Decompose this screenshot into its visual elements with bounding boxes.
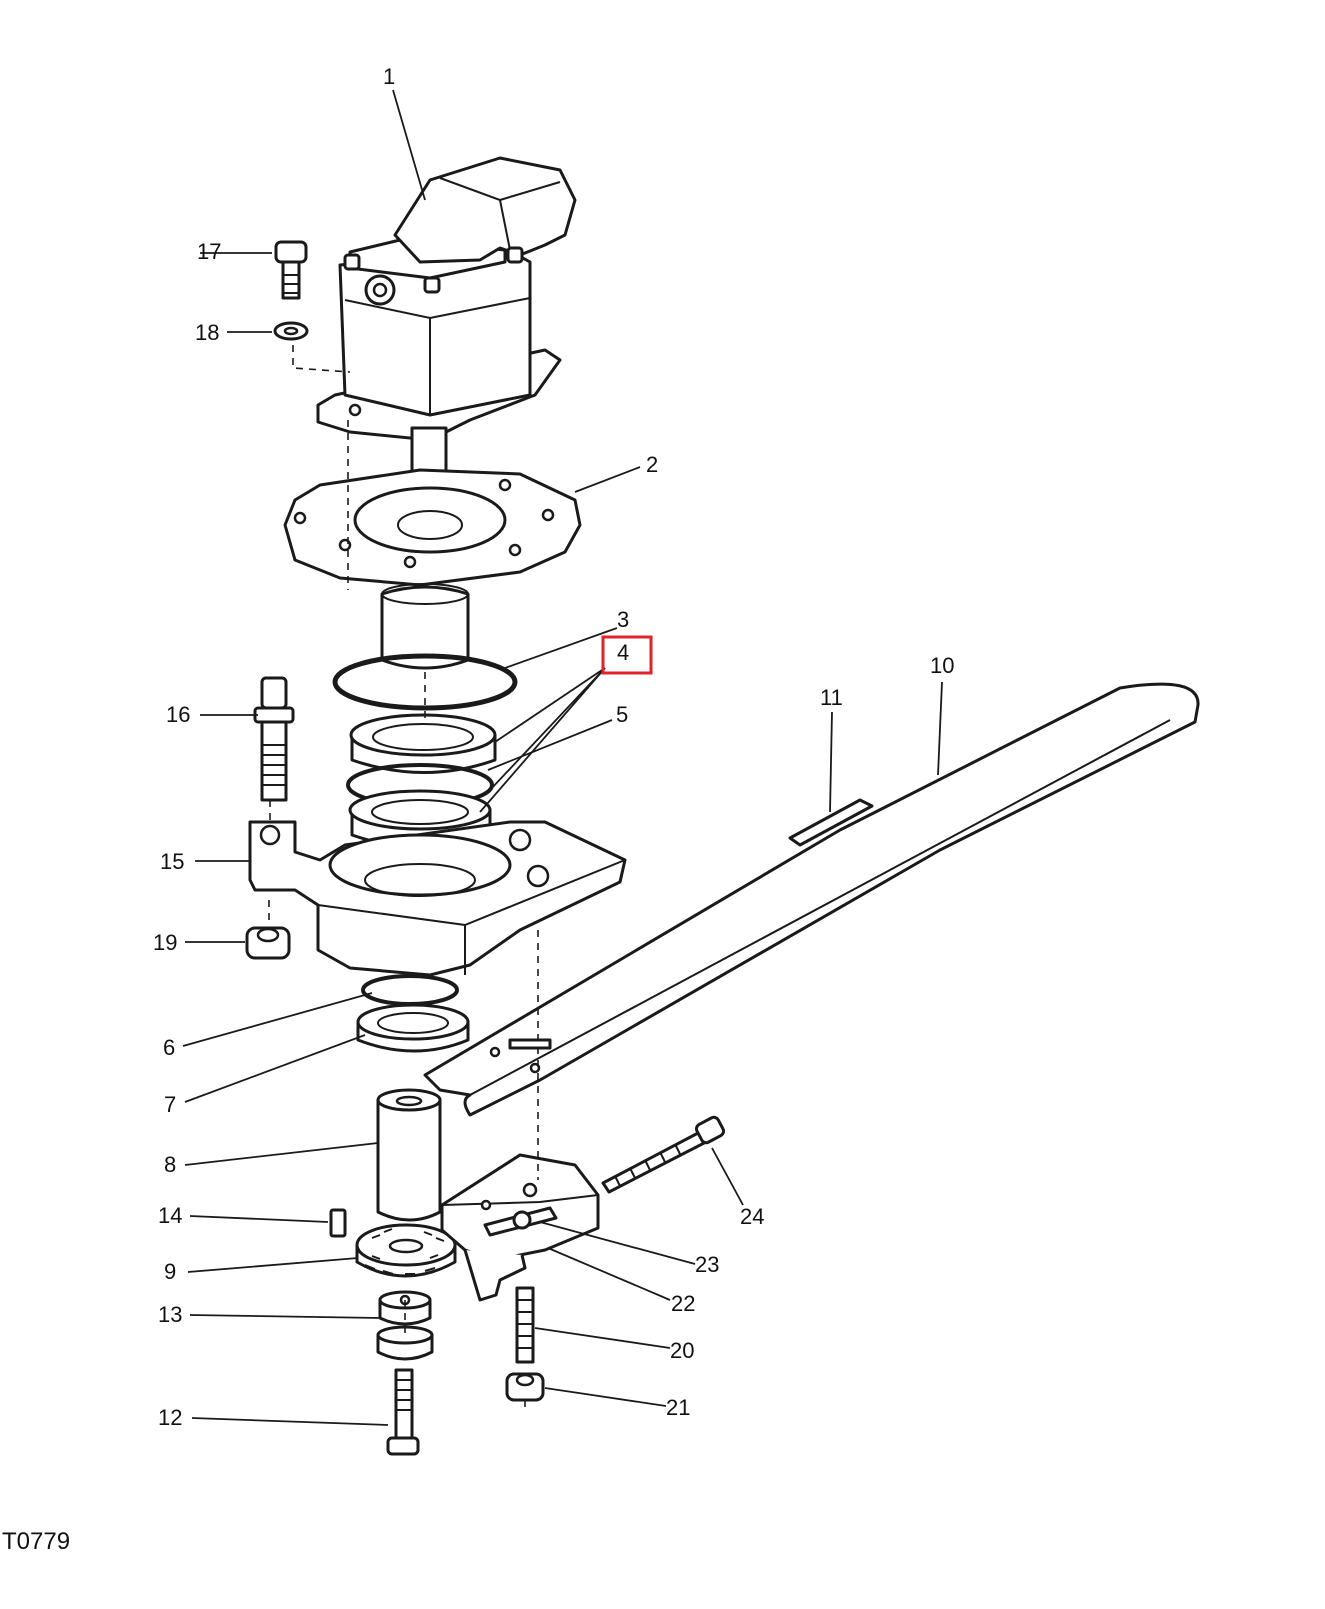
callout-4: 4	[617, 640, 629, 665]
callout-10: 10	[930, 653, 954, 678]
part-22-23-tensioner-plate	[440, 1153, 600, 1302]
callout-2: 2	[646, 452, 658, 477]
part-8-sleeve	[376, 1088, 442, 1222]
callout-1: 1	[383, 64, 395, 89]
part-1-hydraulic-motor	[316, 156, 577, 476]
callout-15: 15	[160, 849, 184, 874]
part-14-key	[329, 1208, 347, 1238]
callout-11: 11	[820, 685, 843, 710]
callout-5: 5	[616, 702, 628, 727]
callout-22: 22	[671, 1291, 695, 1316]
highlight-box-callout-4	[601, 635, 653, 675]
part-16-stud	[253, 676, 295, 802]
callout-3: 3	[617, 607, 629, 632]
callout-13: 13	[158, 1302, 182, 1327]
callout-9: 9	[164, 1259, 176, 1284]
part-12-bolt	[386, 1368, 420, 1456]
callout-18: 18	[195, 320, 219, 345]
part-19-nut	[245, 926, 291, 960]
part-15-housing	[248, 820, 627, 977]
drawing-reference: T0779	[2, 1528, 70, 1555]
callout-6: 6	[163, 1035, 175, 1060]
callout-23: 23	[695, 1252, 719, 1277]
part-3-hub-and-o-ring	[332, 583, 518, 711]
callout-8: 8	[164, 1152, 176, 1177]
callout-16: 16	[166, 702, 190, 727]
callout-19: 19	[153, 930, 177, 955]
part-17-18-screw-and-washer	[273, 240, 309, 341]
callout-20: 20	[670, 1338, 694, 1363]
callout-12: 12	[158, 1405, 182, 1430]
callout-7: 7	[164, 1092, 176, 1117]
part-24-tension-bolt	[601, 1115, 726, 1194]
part-9-sprocket	[355, 1223, 457, 1278]
part-20-21-stud-and-nut	[505, 1286, 545, 1402]
callout-14: 14	[158, 1203, 182, 1228]
leader-lines	[182, 89, 943, 1426]
callout-labels: 1 2 3 4 5 6 7 8 9 10 11 12 13 14 15 16 1…	[153, 64, 954, 1430]
alignment-lines	[268, 345, 539, 1412]
part-10-11-chain-bar	[423, 682, 1200, 1117]
part-2-mounting-plate	[283, 468, 582, 587]
callout-17: 17	[197, 239, 221, 264]
part-6-7-spring-and-seal	[356, 974, 470, 1053]
callout-24: 24	[740, 1204, 764, 1229]
callout-21: 21	[666, 1395, 690, 1420]
